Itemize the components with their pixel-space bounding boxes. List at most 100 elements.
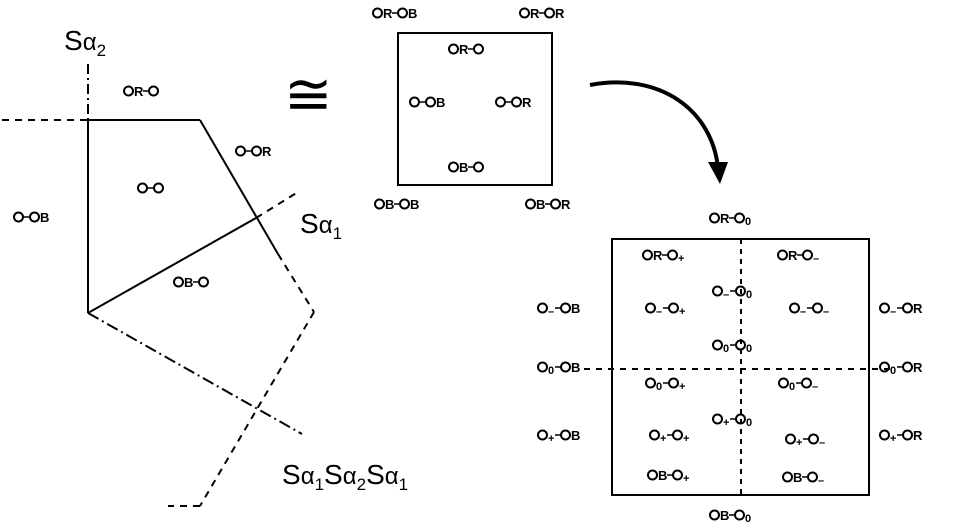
node-left-diagram-4: B [173, 275, 209, 290]
node-left-label: R [720, 211, 730, 226]
wall-diagonal-right-dashed [277, 253, 315, 313]
curved-arrow [589, 80, 720, 169]
node-left-label: – [800, 306, 806, 318]
node-circle-right [473, 43, 484, 55]
node-circle-left [537, 361, 548, 373]
wall-diagonal-right [199, 119, 279, 255]
node-right-grid-11: 0+ [645, 377, 685, 393]
reflection-label-long-word: Sα1Sα2Sα1 [282, 459, 408, 494]
node-left-label: 0 [789, 381, 795, 393]
node-circle-right [668, 302, 679, 314]
node-left-label: B [536, 197, 545, 212]
node-right-label: + [683, 473, 689, 485]
node-circle-left [879, 361, 890, 373]
node-circle-right [473, 161, 484, 173]
node-circle-left [712, 339, 723, 351]
node-circle-left [777, 249, 788, 261]
node-right-label: R [522, 95, 532, 110]
node-left-label: 0 [723, 343, 729, 355]
arrow-head [708, 162, 728, 184]
node-circle-left [642, 249, 653, 261]
node-circle-right [148, 85, 159, 97]
node-circle-left [173, 276, 184, 288]
node-circle-left [649, 429, 660, 441]
node-left-label: B [658, 468, 667, 483]
node-circle-right [153, 182, 164, 194]
node-circle-right [425, 96, 436, 108]
node-right-grid-2: R– [777, 248, 819, 265]
node-circle-left [235, 145, 246, 157]
node-right-label: R [262, 144, 272, 159]
node-circle-right [511, 96, 522, 108]
wall-alpha1 [87, 217, 257, 314]
node-right-grid-6: –– [789, 302, 829, 318]
node-left-label: – [548, 306, 554, 318]
node-middle-square-5: B [448, 160, 484, 175]
node-left-label: 0 [548, 365, 554, 377]
node-circle-left [525, 198, 536, 210]
node-circle-left [495, 96, 506, 108]
node-left-diagram-2 [137, 182, 164, 194]
node-circle-right [735, 413, 746, 425]
node-circle-right [544, 7, 555, 19]
node-right-label: 0 [746, 417, 752, 429]
node-right-grid-18: B+ [647, 468, 689, 485]
node-circle-left [409, 96, 420, 108]
node-circle-right [902, 302, 913, 314]
node-right-label: + [678, 253, 684, 265]
node-right-label: 0 [746, 343, 752, 355]
node-left-label: + [723, 417, 729, 429]
congruence-symbol: ≅ [284, 62, 333, 127]
node-circle-left [519, 7, 530, 19]
node-left-diagram-1: R [235, 144, 272, 159]
node-left-label: 0 [656, 381, 662, 393]
node-right-grid-13: +0 [712, 413, 752, 429]
node-left-label: – [890, 306, 896, 318]
node-circle-left [879, 302, 890, 314]
node-right-grid-12: 0– [778, 377, 818, 393]
node-circle-left [537, 302, 548, 314]
right-grid-frame [611, 238, 870, 496]
node-left-label: R [383, 6, 393, 21]
node-right-label: B [40, 210, 49, 225]
node-circle-left [123, 85, 134, 97]
node-right-label: B [410, 197, 419, 212]
wall-long-word-dashdot [87, 312, 303, 435]
right-grid [584, 238, 894, 496]
node-right-label: + [679, 306, 685, 318]
node-circle-left [709, 212, 720, 224]
node-circle-right [807, 471, 818, 483]
node-right-grid-15: ++ [649, 429, 689, 445]
left-chamber-lines [2, 64, 315, 507]
node-circle-right [902, 361, 913, 373]
node-right-grid-17: +R [879, 428, 923, 445]
node-left-diagram-3: B [13, 210, 49, 225]
node-circle-right [672, 469, 683, 481]
node-left-label: + [890, 433, 896, 445]
node-left-label: R [653, 248, 663, 263]
node-middle-square-2: R [448, 42, 484, 57]
node-circle-right [198, 276, 209, 288]
node-circle-right [397, 7, 408, 19]
node-right-label: B [436, 95, 445, 110]
node-circle-right [802, 249, 813, 261]
node-middle-square-4: R [495, 95, 532, 110]
node-right-grid-19: B– [782, 470, 824, 487]
node-left-label: + [548, 433, 554, 445]
node-circle-right [734, 212, 745, 224]
node-circle-left [879, 429, 890, 441]
node-left-label: B [720, 508, 729, 523]
node-circle-right [801, 377, 812, 389]
node-left-label: – [656, 306, 662, 318]
node-left-label: B [459, 160, 468, 175]
node-right-label: + [683, 433, 689, 445]
node-circle-right [735, 285, 746, 297]
node-left-label: B [184, 275, 193, 290]
